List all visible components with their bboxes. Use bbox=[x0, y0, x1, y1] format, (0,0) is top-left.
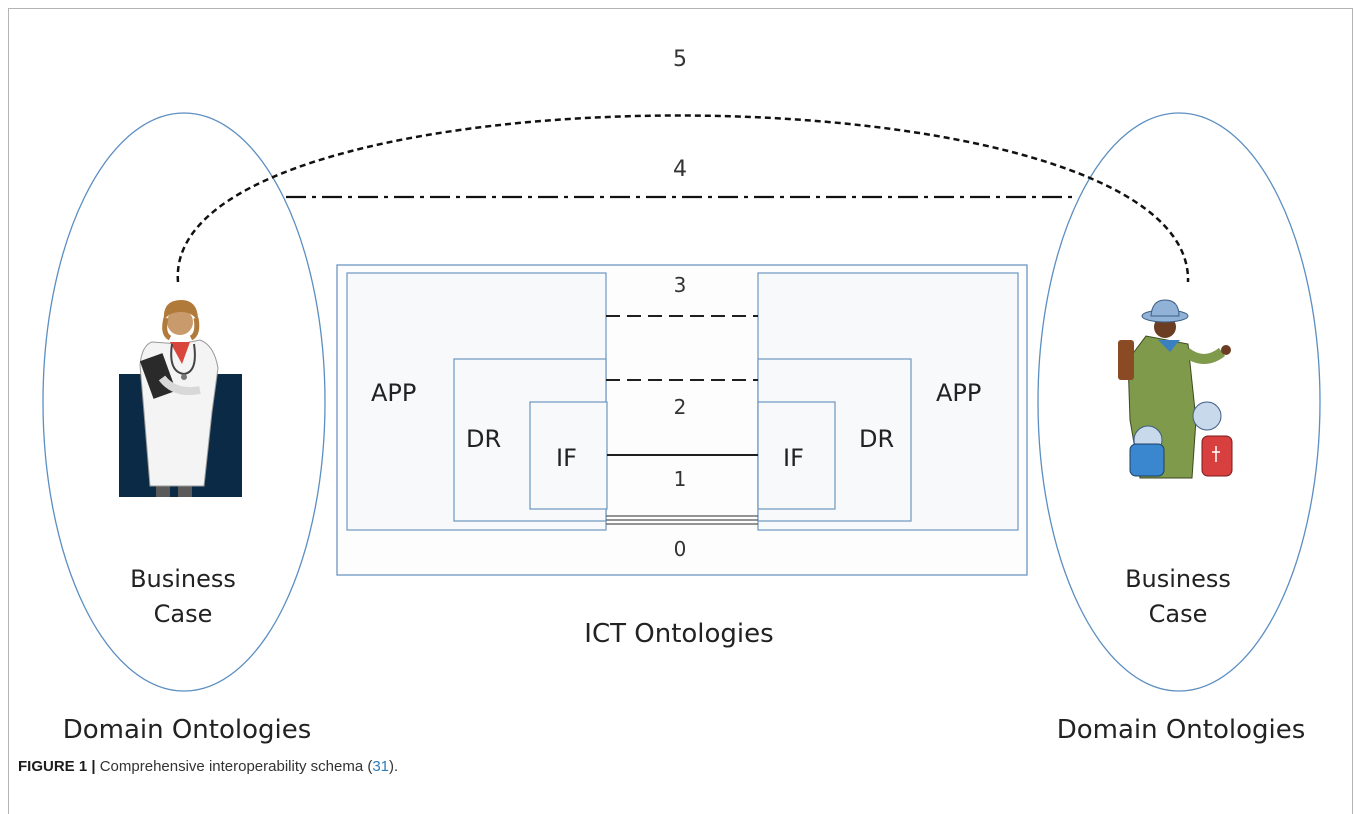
right-if-box bbox=[757, 401, 836, 510]
right-app-label: APP bbox=[936, 379, 981, 407]
figure-frame bbox=[8, 8, 1353, 814]
teacher-with-children-illustration bbox=[1118, 299, 1233, 479]
citation-link[interactable]: 31 bbox=[372, 758, 390, 775]
left-dr-label: DR bbox=[466, 425, 501, 453]
left-domain-ontologies-label: Domain Ontologies bbox=[63, 715, 312, 745]
level-0-connector bbox=[606, 515, 758, 525]
level-5-label: 5 bbox=[673, 47, 687, 72]
figure-caption-label: FIGURE 1 | bbox=[18, 758, 96, 775]
right-if-label: IF bbox=[783, 444, 804, 472]
level-2-label: 2 bbox=[674, 395, 687, 419]
doctor-illustration bbox=[119, 300, 242, 497]
left-if-label: IF bbox=[556, 444, 577, 472]
left-business-case-label-line2: Case bbox=[154, 600, 213, 628]
right-domain-ontologies-label: Domain Ontologies bbox=[1057, 715, 1306, 745]
right-business-case-label-line1: Business bbox=[1125, 565, 1231, 593]
right-business-case-ellipse bbox=[1037, 112, 1321, 692]
right-business-case-label-line2: Case bbox=[1149, 600, 1208, 628]
figure-caption: FIGURE 1 | Comprehensive interoperabilit… bbox=[18, 758, 398, 775]
right-dr-label: DR bbox=[859, 425, 894, 453]
left-business-case-label-line1: Business bbox=[130, 565, 236, 593]
left-business-case-ellipse bbox=[42, 112, 326, 692]
level-1-label: 1 bbox=[674, 467, 687, 491]
level-5-arc bbox=[176, 114, 1190, 283]
level-4-label: 4 bbox=[673, 157, 687, 182]
level-0-label: 0 bbox=[674, 537, 687, 561]
ict-ontologies-label: ICT Ontologies bbox=[584, 619, 773, 649]
left-app-label: APP bbox=[371, 379, 416, 407]
figure-caption-text: Comprehensive interoperability schema ( bbox=[99, 758, 373, 775]
level-3-label: 3 bbox=[674, 273, 687, 297]
figure-caption-end: ). bbox=[389, 758, 399, 775]
